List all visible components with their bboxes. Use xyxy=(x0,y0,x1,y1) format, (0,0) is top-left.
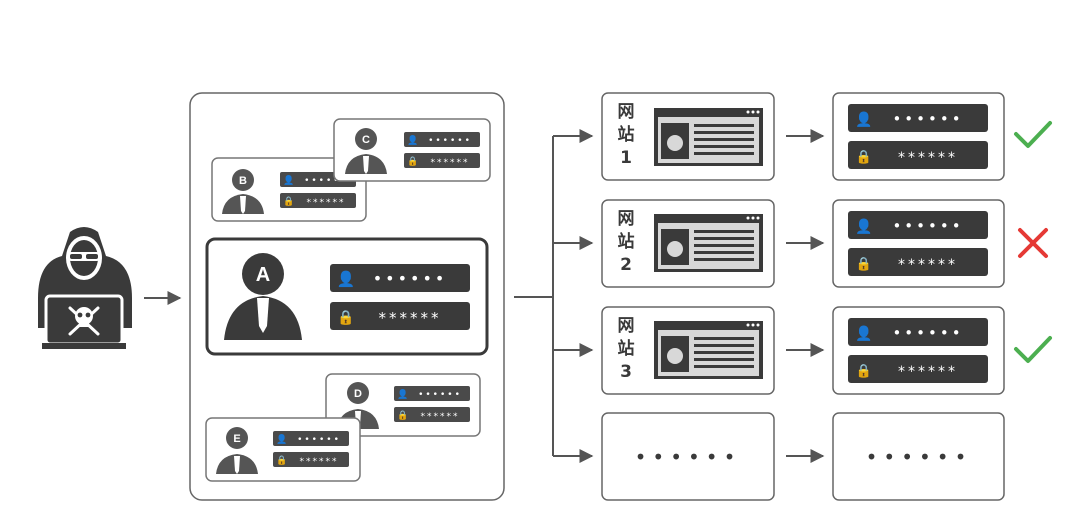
account-card-b: B 👤 •••••• 🔒 ****** xyxy=(211,157,367,222)
login-card xyxy=(832,412,1005,501)
lock-icon: 🔒 xyxy=(337,310,354,326)
username-mask: •••••• xyxy=(892,110,963,128)
username-field xyxy=(848,318,988,346)
site-label-char1: 网 xyxy=(618,102,635,122)
lock-icon: 🔒 xyxy=(407,156,418,167)
webpage-icon xyxy=(654,214,763,272)
site-row-3: 网 站 3 👤 •••••• 🔒 ****** xyxy=(601,306,1052,395)
username-field xyxy=(848,104,988,132)
lock-icon: 🔒 xyxy=(276,455,287,466)
password-mask: ****** xyxy=(898,364,958,380)
username-mask: •••••• xyxy=(373,269,448,288)
site-label-char2: 站 xyxy=(618,231,635,252)
account-card-a: A 👤 •••••• 🔒 ****** xyxy=(205,237,489,356)
password-mask: ****** xyxy=(379,309,442,327)
password-field xyxy=(848,141,988,169)
check-icon xyxy=(1014,336,1052,363)
person-icon: 👤 xyxy=(283,174,294,186)
site-number: 2 xyxy=(620,255,632,275)
username-field xyxy=(394,386,470,401)
password-field xyxy=(848,355,988,383)
password-field xyxy=(273,452,349,467)
skull-crossbones-icon xyxy=(68,306,100,336)
password-field xyxy=(394,407,470,422)
site-label-char1: 网 xyxy=(618,316,635,336)
person-icon xyxy=(224,253,302,340)
site-label-char1: 网 xyxy=(618,209,635,229)
password-mask: ****** xyxy=(307,198,346,208)
account-letter: D xyxy=(354,388,362,400)
site-number: 3 xyxy=(620,362,632,382)
password-field xyxy=(404,153,480,168)
site-row-2: 网 站 2 👤 •••••• 🔒 ****** xyxy=(601,199,1048,288)
username-field xyxy=(848,211,988,239)
lock-icon: 🔒 xyxy=(856,150,872,165)
password-field xyxy=(848,248,988,276)
account-letter: C xyxy=(362,134,370,146)
username-mask: •••••• xyxy=(418,390,462,400)
site-label-char2: 站 xyxy=(618,338,635,359)
webpage-icon xyxy=(654,321,763,379)
fan-out-connector xyxy=(514,129,594,463)
webpage-icon xyxy=(654,108,763,166)
username-mask: •••••• xyxy=(297,435,341,445)
username-mask: •••••• xyxy=(304,176,348,186)
lock-icon: 🔒 xyxy=(856,257,872,272)
person-icon: 👤 xyxy=(855,111,872,128)
account-card-e: E 👤 •••••• 🔒 ****** xyxy=(205,417,361,482)
person-icon xyxy=(222,169,264,214)
account-letter: B xyxy=(239,175,247,187)
cross-icon xyxy=(1018,228,1048,258)
lock-icon: 🔒 xyxy=(856,364,872,379)
password-mask: ****** xyxy=(421,412,460,422)
lock-icon: 🔒 xyxy=(283,196,294,207)
password-field xyxy=(330,302,470,330)
username-field xyxy=(404,132,480,147)
person-icon: 👤 xyxy=(397,388,408,400)
password-mask: ****** xyxy=(431,158,470,168)
site-card xyxy=(601,412,775,501)
username-mask: •••••• xyxy=(428,136,472,146)
account-card-d: D 👤 •••••• 🔒 ****** xyxy=(325,373,481,437)
site-row-1: 网 站 1 👤 •••••• 🔒 ****** xyxy=(601,92,1052,181)
username-mask: •••••• xyxy=(892,324,963,342)
hacker-icon xyxy=(38,227,132,349)
account-letter: A xyxy=(256,264,270,286)
site-number: 1 xyxy=(620,148,632,168)
check-icon xyxy=(1014,121,1052,148)
more-sites-ellipsis: •••••• xyxy=(635,445,742,469)
person-icon xyxy=(216,427,258,474)
person-icon: 👤 xyxy=(855,218,872,235)
lock-icon: 🔒 xyxy=(397,410,408,421)
username-mask: •••••• xyxy=(892,217,963,235)
more-results-ellipsis: •••••• xyxy=(866,445,973,469)
site-row-more: •••••• •••••• xyxy=(601,412,1005,501)
person-icon: 👤 xyxy=(337,270,356,288)
person-icon: 👤 xyxy=(276,433,287,445)
account-card-c: C 👤 •••••• 🔒 ****** xyxy=(333,118,491,182)
password-mask: ****** xyxy=(898,150,958,166)
password-field xyxy=(280,193,356,208)
username-field xyxy=(330,264,470,292)
person-icon xyxy=(345,128,387,174)
password-mask: ****** xyxy=(300,457,339,467)
username-field xyxy=(273,431,349,446)
account-letter: E xyxy=(233,433,240,445)
person-icon: 👤 xyxy=(407,134,418,146)
site-label-char2: 站 xyxy=(618,124,635,145)
password-mask: ****** xyxy=(898,257,958,273)
person-icon: 👤 xyxy=(855,325,872,342)
